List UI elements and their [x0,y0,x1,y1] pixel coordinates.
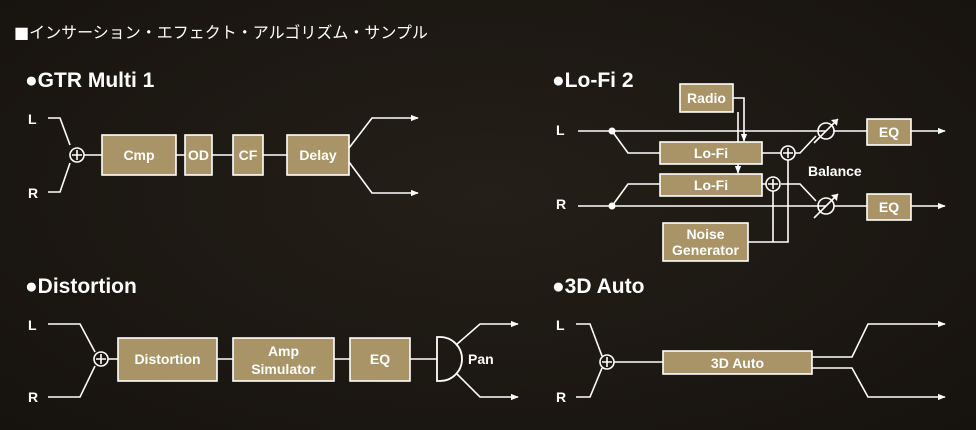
auto3d-mixer-icon [599,354,615,370]
dist-out-r [455,372,519,401]
lofi-title: ●Lo-Fi 2 [552,69,634,92]
auto3d-block [662,350,813,375]
auto3d-block-label: 3D Auto [711,355,764,371]
dist-eq-block [349,337,411,382]
dist-pan-label: Pan [468,351,494,367]
auto3d-out-l [812,320,946,358]
dist-distortion-label: Distortion [134,351,200,367]
dist-eq-label: EQ [370,351,390,367]
gtr-out-r [348,161,419,197]
lofi-eq-r-label: EQ [879,199,899,215]
lofi-wires-to-eq [834,130,867,207]
auto3d-wire-l [576,323,603,357]
dist-title: ●Distortion [25,275,137,298]
auto3d-out-r [812,367,946,401]
dist-wire-l [48,323,96,353]
dist-input-r: R [28,389,38,405]
lofi-noise-label-1: Noise [686,226,724,242]
dist-mixer-icon [93,351,109,367]
gtr-wire-l [48,117,71,146]
lofi-wire-to-lofi-r [611,183,660,207]
gtr-cf-block [232,134,264,176]
lofi-eq-l-label: EQ [879,124,899,140]
gtr-delay-label: Delay [299,147,337,163]
dist-wire-r [48,365,96,398]
dist-out-l [455,320,519,346]
lofi-balance-label: Balance [808,163,862,179]
gtr-title: ●GTR Multi 1 [25,69,155,92]
lofi-wet-to-balance [781,135,817,202]
gtr-delay-block [286,134,350,176]
lofi-radio-wire [733,97,748,142]
dist-amp-block [232,337,335,382]
lofi-noise-label-2: Generator [672,242,739,258]
gtr-out-l [348,114,419,149]
gtr-multi-section: ●GTR Multi 1 L R Cmp OD CF Delay [25,69,419,201]
gtr-mixer-icon [69,147,85,163]
lofi-input-r: R [556,196,566,212]
gtr-od-label: OD [188,147,209,163]
lofi-wire-to-lofi-l [611,130,660,154]
dist-distortion-block [117,337,218,382]
dist-amp-label-1: Amp [268,343,299,359]
gtr-input-r: R [28,185,38,201]
lofi-l-label: Lo-Fi [694,145,728,161]
lofi-eq-r-block [866,193,912,221]
auto3d-title: ●3D Auto [552,275,644,298]
lofi-mixer-r-icon [765,176,781,192]
lofi-mixer-l-icon [780,145,796,161]
auto3d-section: ●3D Auto L R 3D Auto [552,275,946,405]
auto3d-wire-r [576,367,603,398]
gtr-input-l: L [28,111,37,127]
gtr-wire-r [48,162,71,193]
lofi-eq-l-block [866,118,912,146]
gtr-cmp-label: Cmp [123,147,154,163]
pan-icon [436,336,463,382]
lofi-section: ●Lo-Fi 2 L R Radio Lo-Fi Lo-Fi [552,69,946,262]
lofi-input-l: L [556,122,565,138]
lofi-r-label: Lo-Fi [694,177,728,193]
lofi-r-block [659,173,763,197]
gtr-cf-label: CF [239,147,258,163]
gtr-od-block [184,134,213,176]
auto3d-input-r: R [556,389,566,405]
page-header: ■インサーション・エフェクト・アルゴリズム・サンプル [14,23,428,42]
distortion-section: ●Distortion L R Distortion Amp Simulator… [25,275,519,405]
dist-input-l: L [28,317,37,333]
dist-amp-label-2: Simulator [251,361,316,377]
auto3d-input-l: L [556,317,565,333]
lofi-radio-label: Radio [687,90,726,106]
lofi-noise-wires [748,160,789,243]
gtr-cmp-block [101,134,177,176]
